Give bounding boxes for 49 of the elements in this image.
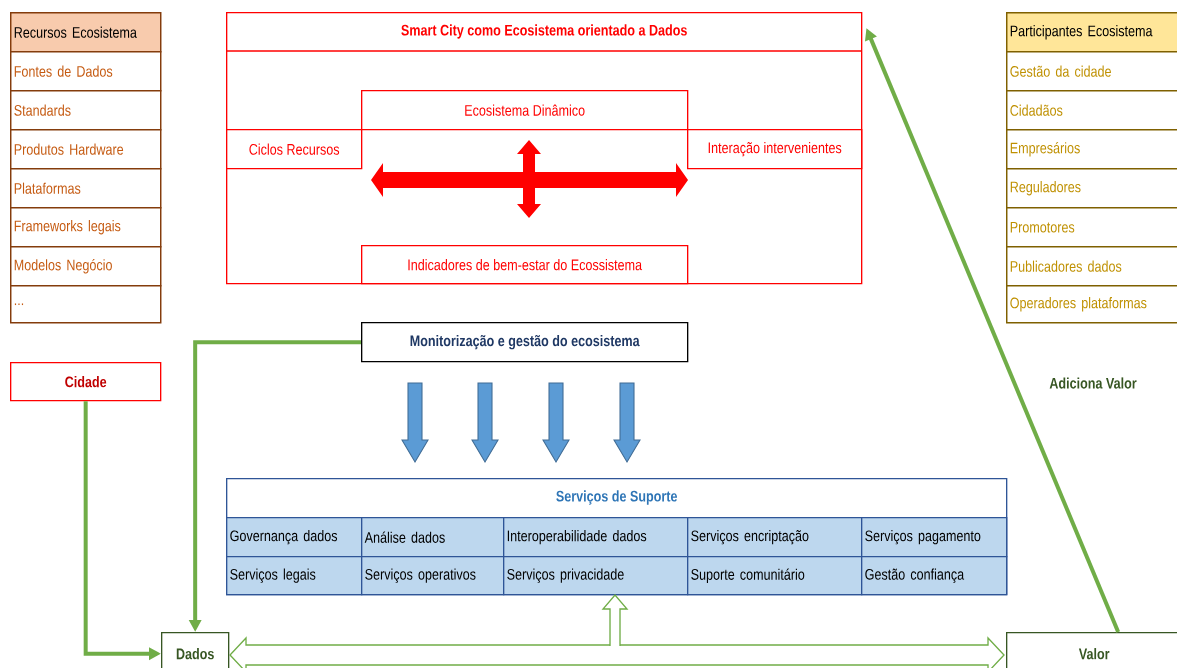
table-header: Recursos Ecosistema xyxy=(10,12,162,53)
table-cell: Fontes de Dados xyxy=(10,51,162,92)
node-label: Empresários xyxy=(1010,142,1080,157)
service-cell: Gestão confiança xyxy=(861,556,1008,596)
hollow-arrow xyxy=(229,636,1005,668)
table-cell: Plataformas xyxy=(10,168,162,209)
concept-box: Interação intervenientes xyxy=(687,129,863,170)
service-cell: Serviços legais xyxy=(226,556,363,596)
service-cell: Serviços operativos xyxy=(361,556,505,596)
concept-box: Ciclos Recursos xyxy=(226,129,363,170)
table-cell: Promotores xyxy=(1006,207,1177,248)
block-arrow xyxy=(471,382,499,464)
service-cell: Governança dados xyxy=(226,517,363,558)
node-label: Publicadores dados xyxy=(1010,260,1122,272)
concept-box: Ecosistema Dinâmico xyxy=(361,90,689,131)
node-label: Gestão da cidade xyxy=(1010,65,1111,77)
table-cell: Modelos Negócio xyxy=(10,246,162,287)
table-cell: Publicadores dados xyxy=(1006,246,1177,287)
table-header: Participantes Ecosistema xyxy=(1006,12,1177,53)
node-label: Reguladores xyxy=(1010,181,1081,196)
table-cell: ... xyxy=(10,285,162,324)
table-cell: Cidadãos xyxy=(1006,90,1177,131)
city-box: Cidade xyxy=(10,362,162,402)
service-cell: Serviços pagamento xyxy=(861,517,1008,558)
block-arrow xyxy=(401,382,429,464)
service-cell: Interoperabilidade dados xyxy=(503,517,689,558)
block-arrow xyxy=(613,382,641,464)
outcome-box: Dados xyxy=(161,632,230,668)
table-cell: Produtos Hardware xyxy=(10,129,162,170)
table-cell: Reguladores xyxy=(1006,168,1177,209)
service-cell: Serviços privacidade xyxy=(503,556,689,596)
table-cell: Frameworks legais xyxy=(10,207,162,248)
table-cell: Operadores plataformas xyxy=(1006,285,1177,324)
table-cell: Standards xyxy=(10,90,162,131)
node-label: Promotores xyxy=(1010,221,1075,233)
node-label: Cidadãos xyxy=(1010,104,1063,116)
edge-label: Adiciona Valor xyxy=(1048,376,1138,390)
block-arrow xyxy=(542,382,570,464)
service-cell: Serviços encriptação xyxy=(687,517,863,558)
table-cell: Empresários xyxy=(1006,129,1177,170)
outcome-box: Valor xyxy=(1006,632,1177,668)
service-cell: Suporte comunitário xyxy=(687,556,863,596)
table-cell: Gestão da cidade xyxy=(1006,51,1177,92)
concept-box: Indicadores de bem-estar do Ecossistema xyxy=(361,245,689,285)
monitoring-box: Monitorização e gestão do ecosistema xyxy=(361,322,689,363)
block-arrow xyxy=(371,163,688,197)
block-arrow xyxy=(517,140,541,218)
service-cell: Análise dados xyxy=(361,517,505,558)
hollow-arrow xyxy=(601,594,629,647)
